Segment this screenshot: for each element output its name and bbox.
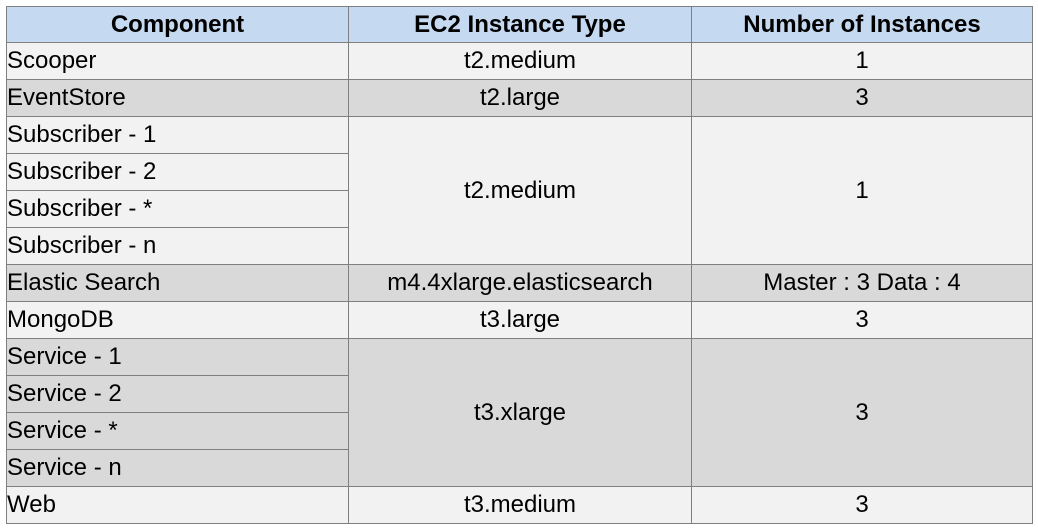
cell-component-subscriber-2[interactable]: Subscriber - 2 xyxy=(6,153,349,191)
table-row: Service - 2 xyxy=(6,375,1033,413)
cell-count-scooper[interactable]: 1 xyxy=(691,42,1033,80)
table-row: Service - 1 t3.xlarge 3 xyxy=(6,338,1033,487)
cell-count-eventstore[interactable]: 3 xyxy=(691,79,1033,117)
cell-component-elastic-search[interactable]: Elastic Search xyxy=(6,264,349,302)
ec2-instances-table: Component EC2 Instance Type Number of In… xyxy=(6,6,1033,524)
table-row: MongoDB t3.large 3 xyxy=(6,301,1033,339)
cell-type-eventstore[interactable]: t2.large xyxy=(348,79,692,117)
header-row: Component EC2 Instance Type Number of In… xyxy=(6,6,1033,43)
cell-type-mongodb[interactable]: t3.large xyxy=(348,301,692,339)
cell-component-service-1[interactable]: Service - 1 xyxy=(6,338,349,376)
cell-type-web[interactable]: t3.medium xyxy=(348,486,692,524)
cell-component-subscriber-star[interactable]: Subscriber - * xyxy=(6,190,349,228)
cell-type-services-merged[interactable]: t3.xlarge xyxy=(348,338,692,487)
cell-component-service-2[interactable]: Service - 2 xyxy=(6,375,349,413)
table-row: Elastic Search m4.4xlarge.elasticsearch … xyxy=(6,264,1033,302)
table-row: Service - * xyxy=(6,412,1033,450)
cell-count-subscribers-merged[interactable]: 1 xyxy=(691,116,1033,265)
header-component[interactable]: Component xyxy=(6,6,349,43)
table-row: Subscriber - 2 xyxy=(6,153,1033,191)
cell-type-subscribers-merged[interactable]: t2.medium xyxy=(348,116,692,265)
table-row: Subscriber - 1 t2.medium 1 xyxy=(6,116,1033,265)
cell-count-web[interactable]: 3 xyxy=(691,486,1033,524)
table-row: Service - n xyxy=(6,449,1033,487)
cell-component-service-star[interactable]: Service - * xyxy=(6,412,349,450)
cell-type-elastic-search[interactable]: m4.4xlarge.elasticsearch xyxy=(348,264,692,302)
cell-count-services-merged[interactable]: 3 xyxy=(691,338,1033,487)
cell-type-scooper[interactable]: t2.medium xyxy=(348,42,692,80)
cell-component-service-n[interactable]: Service - n xyxy=(6,449,349,487)
cell-count-mongodb[interactable]: 3 xyxy=(691,301,1033,339)
cell-component-eventstore[interactable]: EventStore xyxy=(6,79,349,117)
cell-count-elastic-search[interactable]: Master : 3 Data : 4 xyxy=(691,264,1033,302)
table-row: Subscriber - * xyxy=(6,190,1033,228)
table-row: EventStore t2.large 3 xyxy=(6,79,1033,117)
cell-component-scooper[interactable]: Scooper xyxy=(6,42,349,80)
header-number-of-instances[interactable]: Number of Instances xyxy=(691,6,1033,43)
cell-component-subscriber-n[interactable]: Subscriber - n xyxy=(6,227,349,265)
table-row: Scooper t2.medium 1 xyxy=(6,42,1033,80)
cell-component-subscriber-1[interactable]: Subscriber - 1 xyxy=(6,116,349,154)
table-row: Web t3.medium 3 xyxy=(6,486,1033,524)
cell-component-mongodb[interactable]: MongoDB xyxy=(6,301,349,339)
cell-component-web[interactable]: Web xyxy=(6,486,349,524)
header-instance-type[interactable]: EC2 Instance Type xyxy=(348,6,692,43)
